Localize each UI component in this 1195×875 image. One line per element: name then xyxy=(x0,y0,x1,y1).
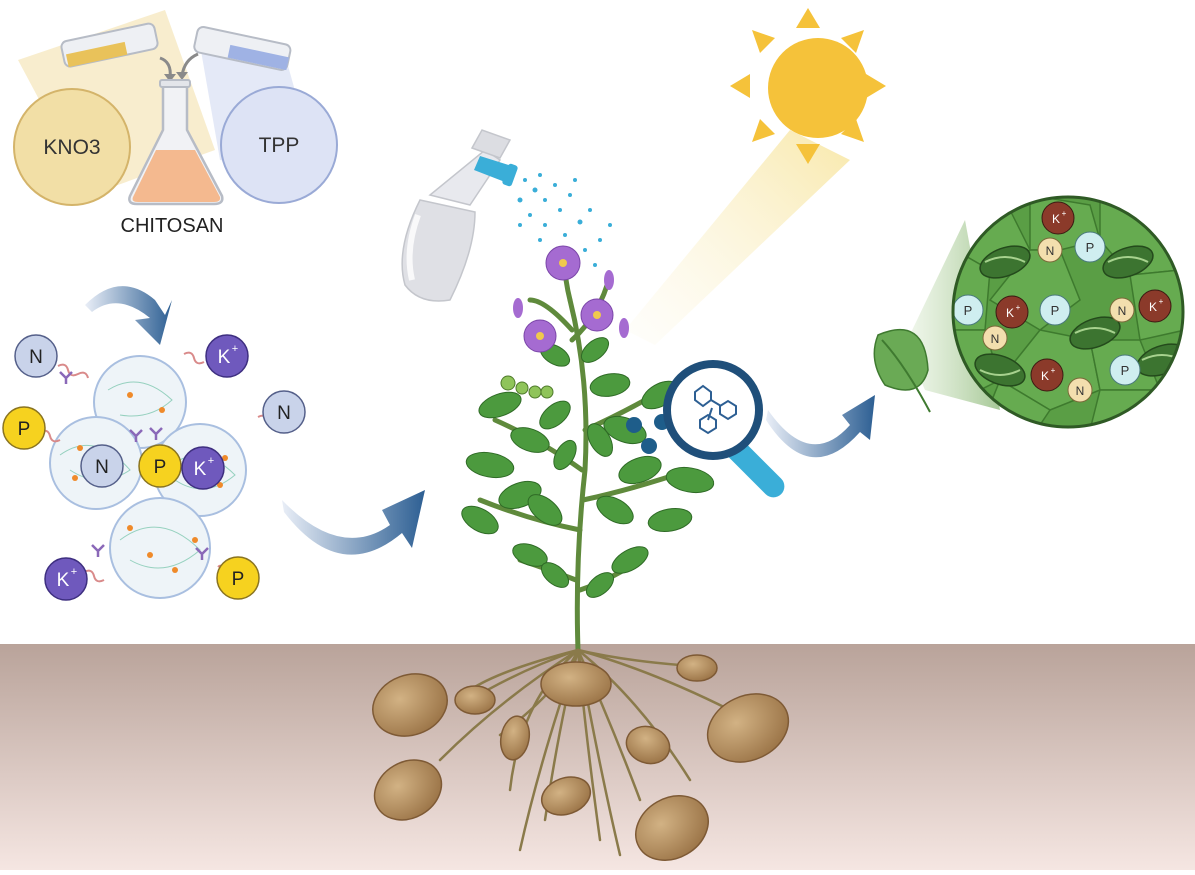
nutrient-n-ball: N xyxy=(14,334,58,378)
nutrient-p-ball: P xyxy=(2,406,46,450)
svg-text:N: N xyxy=(29,347,43,368)
nutrient-k-ball: K + xyxy=(181,446,225,490)
svg-text:+: + xyxy=(232,343,238,355)
svg-text:P: P xyxy=(1086,240,1095,255)
svg-text:P: P xyxy=(964,303,973,318)
zoom-n-ball: N xyxy=(1109,297,1135,323)
nanoparticle-cluster: N K + P N N P K + K + xyxy=(2,286,306,601)
nutrient-k-ball: K + xyxy=(205,334,249,378)
svg-text:P: P xyxy=(1051,303,1060,318)
flower xyxy=(523,319,557,353)
sun-icon xyxy=(625,8,886,345)
kno3-label: KNO3 xyxy=(43,136,100,159)
svg-text:+: + xyxy=(1062,209,1067,218)
flower xyxy=(580,298,614,332)
magnifier-icon xyxy=(663,360,785,498)
potato-tubers xyxy=(372,654,790,861)
svg-text:+: + xyxy=(1016,303,1021,312)
svg-text:K: K xyxy=(57,570,70,591)
svg-text:N: N xyxy=(991,332,1000,346)
nutrient-p-ball: P xyxy=(138,444,182,488)
zoom-n-ball: N xyxy=(982,325,1008,351)
nutrient-n-ball: N xyxy=(262,390,306,434)
svg-text:N: N xyxy=(1118,304,1127,318)
svg-text:K: K xyxy=(1006,306,1014,320)
svg-text:P: P xyxy=(154,457,167,478)
spray-droplets xyxy=(517,173,612,267)
tpp-circle xyxy=(220,86,338,204)
nutrient-n-ball: N xyxy=(80,444,124,488)
svg-text:+: + xyxy=(1159,297,1164,306)
flask-icon xyxy=(128,79,224,206)
svg-text:P: P xyxy=(18,419,31,440)
svg-text:P: P xyxy=(232,569,245,590)
zoom-k-ball: K + xyxy=(1030,358,1064,392)
spray-bottle-icon xyxy=(401,129,518,302)
svg-text:+: + xyxy=(208,455,214,467)
svg-text:K: K xyxy=(1149,300,1157,314)
leaf-zoom-circle: K + N P P K + N xyxy=(951,195,1185,429)
zoom-k-ball: K + xyxy=(1138,289,1172,323)
svg-text:K: K xyxy=(1041,369,1049,383)
svg-text:P: P xyxy=(1121,363,1130,378)
nutrient-k-ball: K + xyxy=(44,557,88,601)
svg-text:N: N xyxy=(277,403,291,424)
curved-arrow-top xyxy=(85,286,172,345)
zoom-p-ball: P xyxy=(1074,231,1106,263)
svg-text:K: K xyxy=(1052,212,1060,226)
zoom-k-ball: K + xyxy=(1041,201,1075,235)
svg-text:+: + xyxy=(1051,366,1056,375)
leaf-icon xyxy=(873,329,931,413)
synthesis-panel: KNO3 TPP CHITOSAN xyxy=(13,10,338,237)
svg-text:K: K xyxy=(194,459,207,480)
svg-text:N: N xyxy=(1076,384,1085,398)
zoom-p-ball: P xyxy=(1109,354,1141,386)
kno3-circle xyxy=(13,88,131,206)
svg-text:+: + xyxy=(71,566,77,578)
curved-arrow-to-plant xyxy=(282,490,425,555)
svg-text:K: K xyxy=(218,347,231,368)
chitosan-label: CHITOSAN xyxy=(121,215,224,237)
zoom-p-ball: P xyxy=(953,294,984,326)
zoom-p-ball: P xyxy=(1039,294,1071,326)
svg-text:N: N xyxy=(1046,244,1055,258)
nutrient-p-ball: P xyxy=(216,556,260,600)
tpp-label: TPP xyxy=(259,134,300,157)
curved-arrow-to-leaf xyxy=(766,395,875,458)
svg-text:N: N xyxy=(95,457,109,478)
zoom-n-ball: N xyxy=(1067,377,1093,403)
flower xyxy=(545,245,581,281)
zoom-n-ball: N xyxy=(1037,237,1063,263)
zoom-k-ball: K + xyxy=(995,295,1029,329)
